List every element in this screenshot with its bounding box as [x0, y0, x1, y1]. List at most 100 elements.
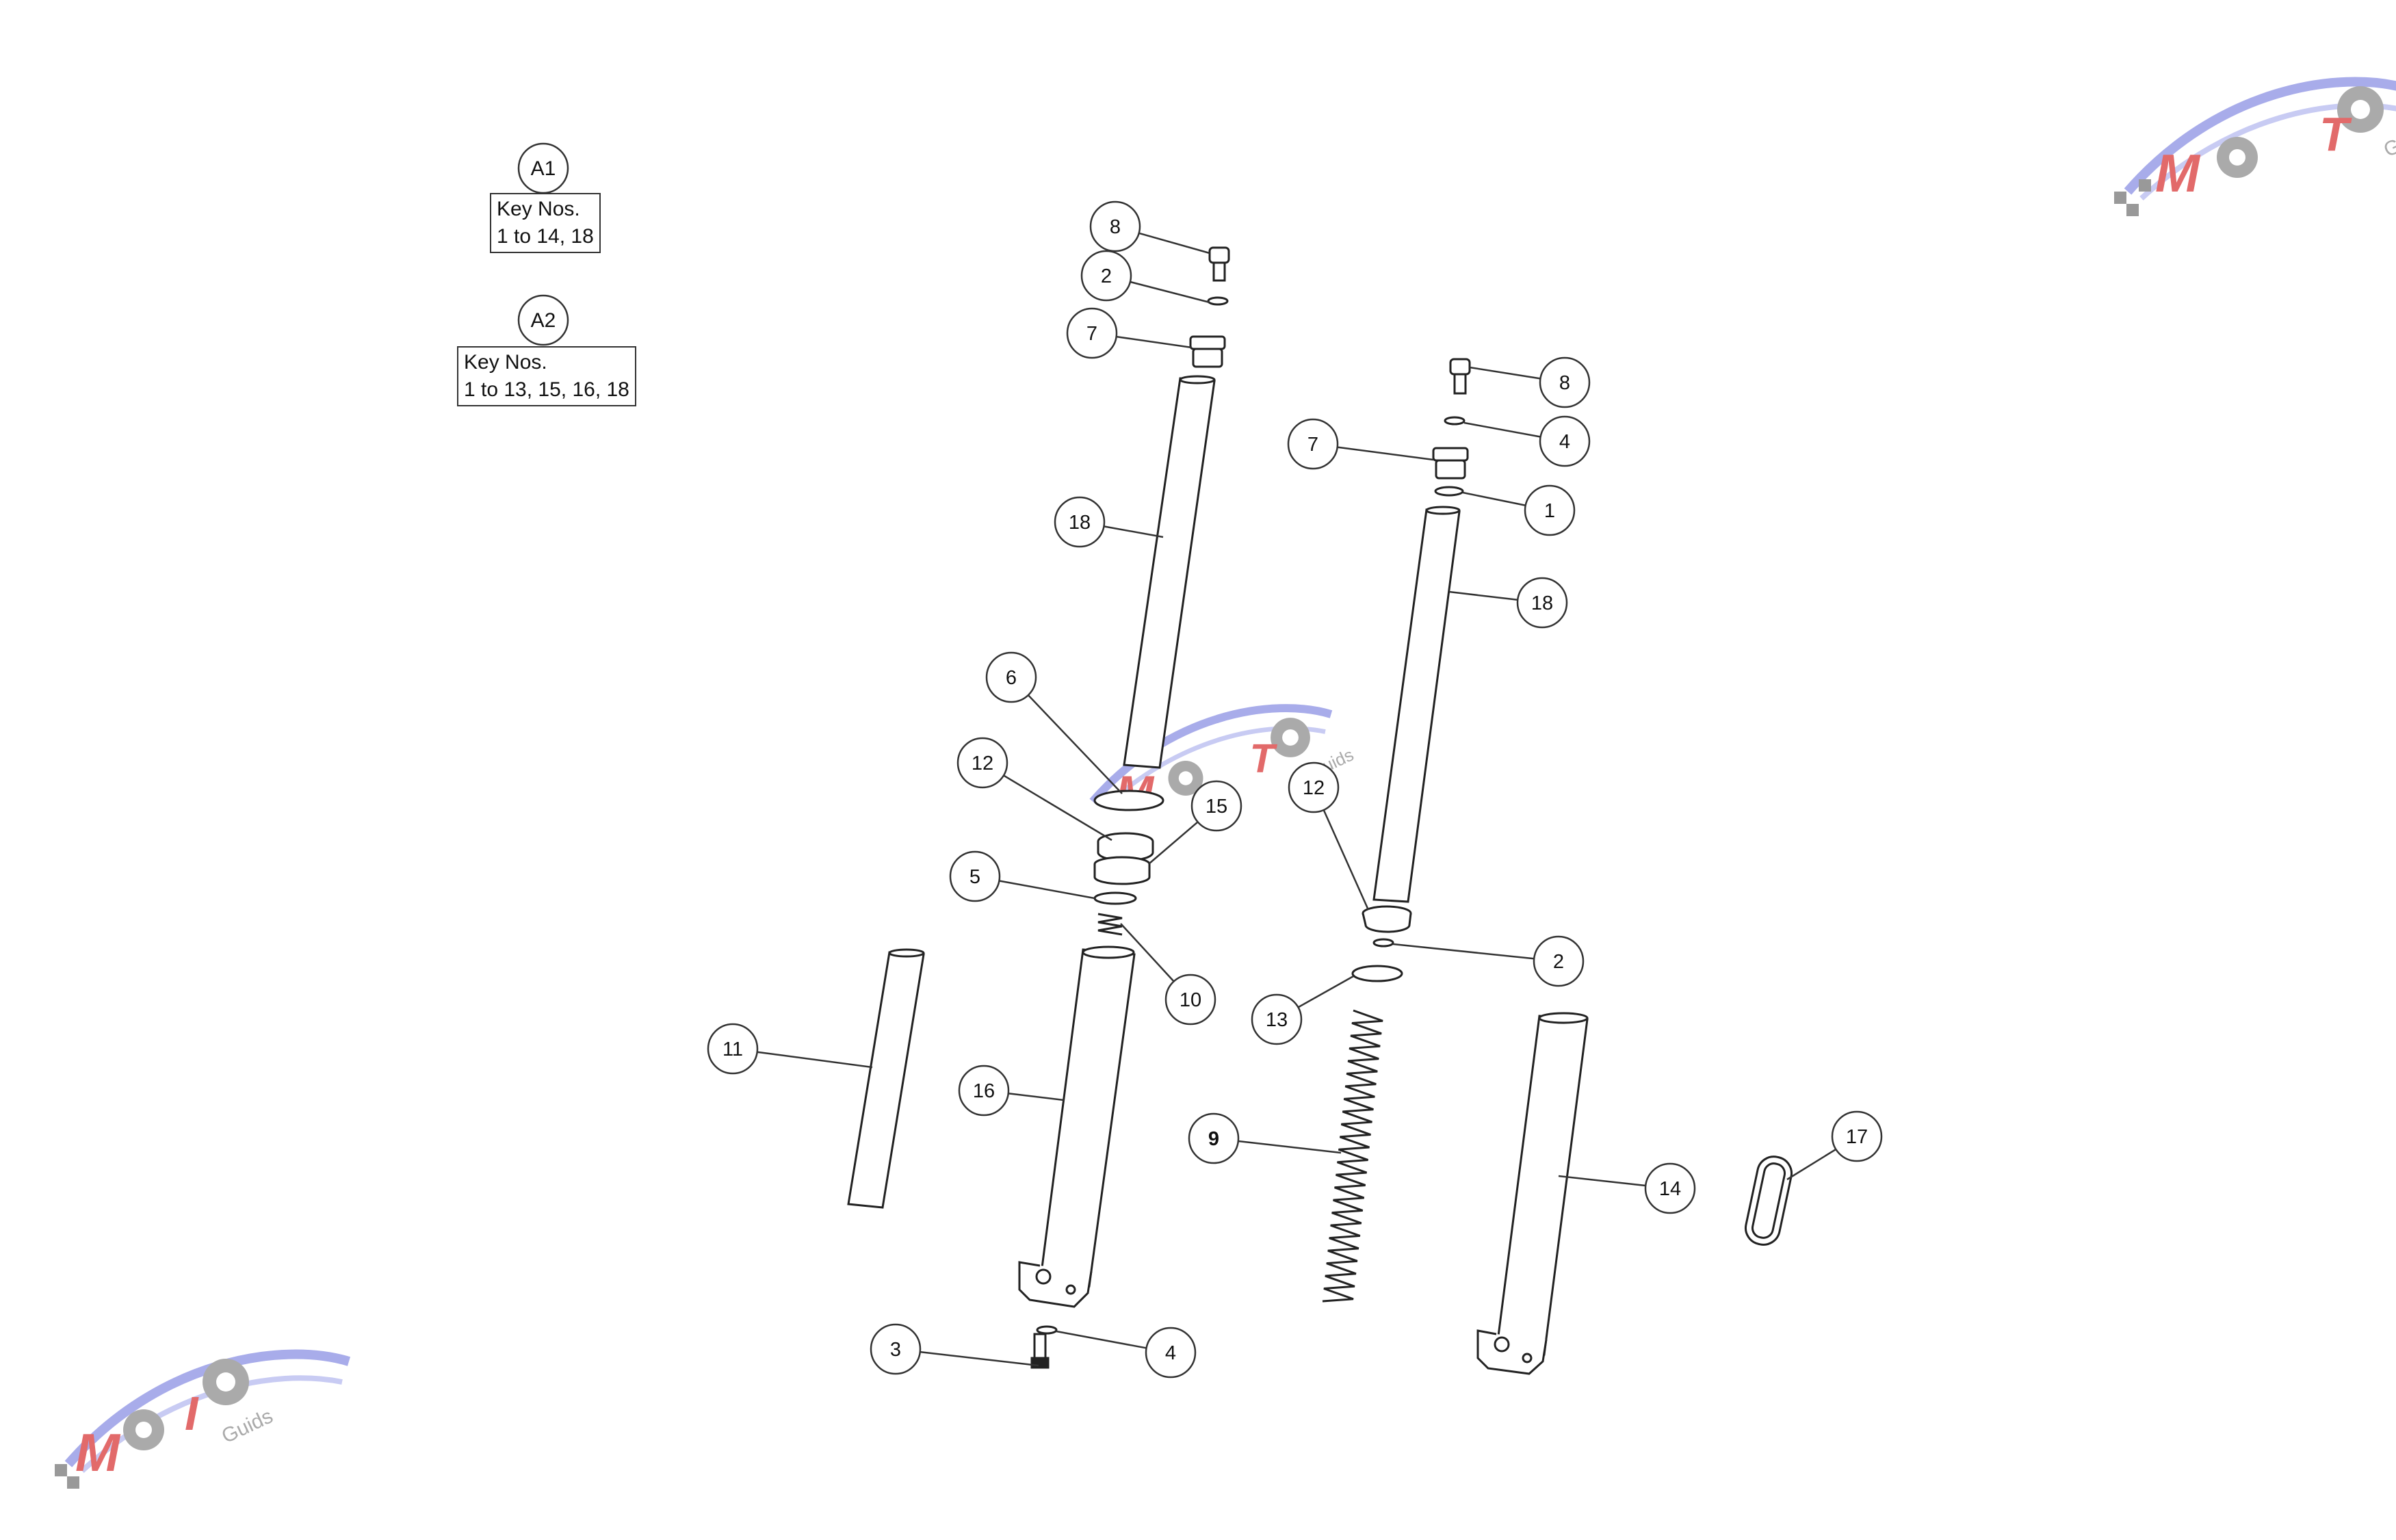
callout-label: 17: [1846, 1126, 1868, 1148]
callout-circle: [1054, 496, 1106, 548]
callout-circle: [1644, 1162, 1696, 1214]
right-fork-assembly: [1322, 358, 1795, 1375]
callout-circle: [958, 1065, 1010, 1117]
part-bolt[interactable]: [1449, 358, 1471, 395]
part-bush[interactable]: [1093, 856, 1151, 885]
part-oring-small[interactable]: [1207, 296, 1229, 306]
leader-line: [1297, 975, 1354, 1008]
part-seal[interactable]: [1362, 905, 1412, 933]
part-oring-large[interactable]: [1093, 789, 1164, 811]
part-oring-small[interactable]: [1444, 416, 1466, 426]
callout-circle: [1533, 935, 1585, 987]
left-fork-assembly: [847, 246, 1230, 1369]
callout-3: 3: [870, 1323, 1039, 1375]
leader-line: [1027, 694, 1123, 794]
callout-16: 16: [958, 1065, 1065, 1117]
leader-line: [1149, 821, 1199, 864]
key-range: 1 to 13, 15, 16, 18: [464, 378, 629, 401]
callout-label: 16: [973, 1080, 995, 1102]
leader-line: [1120, 923, 1175, 982]
part-oring-small[interactable]: [1372, 938, 1394, 948]
callout-8: 8: [1469, 356, 1591, 408]
gear-icon: [2337, 86, 2384, 133]
key-box: Key Nos. 1 to 14, 18: [490, 193, 601, 253]
callout-circle: [1164, 974, 1216, 1026]
part-bolt[interactable]: [1208, 246, 1230, 282]
callout-1: 1: [1462, 484, 1576, 536]
callout-circle: [985, 651, 1037, 703]
callout-label: 9: [1208, 1128, 1219, 1150]
part-blanking-cap[interactable]: [1743, 1153, 1795, 1248]
callout-label: 1: [1544, 500, 1555, 522]
leader-line: [1469, 366, 1541, 380]
group-id-circle: A2: [517, 294, 569, 346]
callout-9: 9: [1188, 1112, 1342, 1164]
callout-label: 8: [1559, 372, 1570, 394]
key-range: 1 to 14, 18: [497, 225, 594, 248]
callout-14: 14: [1558, 1162, 1696, 1214]
gear-icon: [2217, 137, 2258, 178]
spring-coil: [1322, 1009, 1383, 1303]
part-washer[interactable]: [1093, 891, 1137, 905]
part-fork-tube[interactable]: [1372, 508, 1461, 903]
callout-5: 5: [949, 850, 1095, 902]
part-washer-small[interactable]: [1036, 1325, 1058, 1335]
callout-label: 3: [890, 1339, 901, 1361]
callout-circle: [1831, 1110, 1883, 1162]
part-fork-slider[interactable]: [1018, 945, 1136, 1308]
callout-label: 11: [722, 1039, 743, 1060]
callout-17: 17: [1786, 1110, 1883, 1181]
callout-4: 4: [1056, 1327, 1197, 1379]
callout-label: 2: [1553, 951, 1564, 973]
part-oring[interactable]: [1434, 486, 1464, 497]
svg-text:Guids: Guids: [218, 1405, 276, 1448]
callout-label: 18: [1531, 592, 1553, 614]
leader-line: [1392, 943, 1535, 960]
group-id-circle: A1: [517, 142, 569, 194]
watermark-logo-bottom-left: M I Guids: [55, 1349, 351, 1489]
callout-circle: [1287, 418, 1339, 470]
leader-line: [1116, 335, 1193, 349]
key-label: Key Nos.: [497, 198, 580, 220]
gear-icon: [123, 1409, 164, 1450]
svg-text:M: M: [75, 1422, 121, 1483]
part-fork-tube[interactable]: [1123, 377, 1216, 769]
part-main-spring[interactable]: [1322, 1009, 1383, 1303]
callout-label: 14: [1659, 1178, 1681, 1200]
part-cap[interactable]: [1189, 335, 1226, 368]
callout-4: 4: [1463, 415, 1591, 467]
key-box: Key Nos. 1 to 13, 15, 16, 18: [457, 346, 636, 406]
part-drain-bolt[interactable]: [1030, 1333, 1050, 1369]
part-fork-slider[interactable]: [1476, 1012, 1589, 1375]
svg-text:T: T: [1250, 735, 1278, 781]
leader-line: [1238, 1140, 1342, 1154]
callout-label: 4: [1559, 431, 1570, 453]
leader-line: [1008, 1093, 1065, 1101]
part-seal[interactable]: [1097, 832, 1154, 862]
leader-line: [1558, 1175, 1646, 1187]
leader-line: [1104, 525, 1164, 538]
part-damper-tube[interactable]: [847, 951, 925, 1209]
callout-circle: [956, 737, 1008, 789]
callout-label: 13: [1266, 1009, 1288, 1031]
group-id: A1: [531, 157, 556, 180]
key-label: Key Nos.: [464, 351, 547, 374]
callout-2: 2: [1080, 250, 1210, 304]
callout-circle: [1066, 307, 1118, 359]
leader-line: [1056, 1330, 1147, 1349]
callout-circle: [1145, 1327, 1197, 1379]
part-small-spring[interactable]: [1097, 913, 1123, 936]
callout-label: 7: [1307, 434, 1318, 456]
callout-6: 6: [985, 651, 1123, 794]
part-spring-seat[interactable]: [1351, 965, 1403, 982]
callout-circle: [1089, 200, 1141, 252]
callout-circle: [949, 850, 1001, 902]
callout-15: 15: [1149, 780, 1242, 864]
group-id: A2: [531, 309, 556, 332]
callout-circle: [1288, 761, 1340, 813]
callout-2: 2: [1392, 935, 1585, 987]
part-cap[interactable]: [1432, 447, 1469, 480]
callout-18: 18: [1448, 577, 1568, 629]
callout-circle: [870, 1323, 922, 1375]
